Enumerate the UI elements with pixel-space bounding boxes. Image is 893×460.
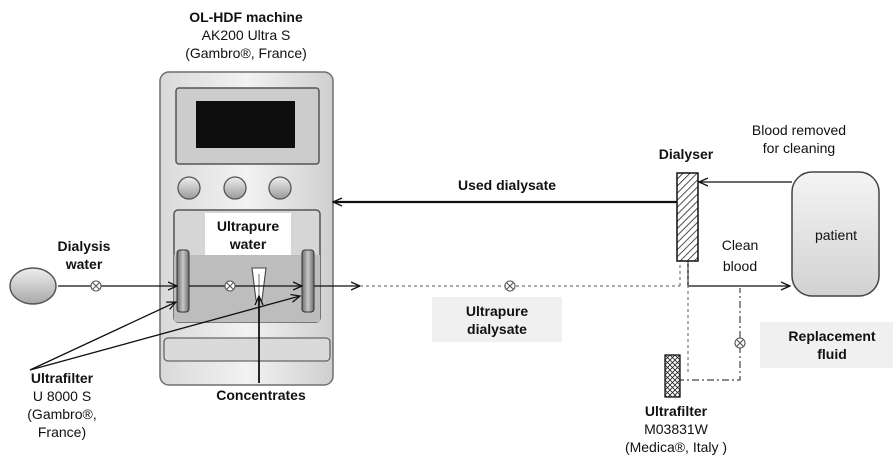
machine-screen xyxy=(196,101,295,148)
machine-drawer xyxy=(163,337,331,362)
ultrafilter-pointer xyxy=(29,296,300,371)
ultrafilter-left-title: Ultrafilter xyxy=(31,370,94,386)
replacement-fluid-box xyxy=(760,322,893,368)
ultrafilter-left-maker: (Gambro®, xyxy=(27,406,96,422)
ultrafilter-u8000s-1 xyxy=(176,249,190,313)
blood-removed-label: for cleaning xyxy=(763,140,835,156)
clean-blood-label: Clean xyxy=(722,237,759,253)
used-dialysate-label: Used dialysate xyxy=(458,177,556,193)
machine-knob xyxy=(177,176,201,200)
clean-blood-label: blood xyxy=(723,258,757,274)
replacement-fluid-line xyxy=(677,288,741,381)
machine-panel-lower xyxy=(174,255,320,322)
machine-maker: (Gambro®, France) xyxy=(185,45,307,61)
replacement-fluid-label: fluid xyxy=(817,346,847,362)
dialysis-water-label: Dialysis xyxy=(58,238,111,254)
replacement-fluid-label: Replacement xyxy=(788,328,875,344)
machine-title: OL-HDF machine xyxy=(189,9,303,25)
dialysis-water-label: water xyxy=(65,256,103,272)
ultrafilter-u8000s-2 xyxy=(301,249,315,313)
dialyser-label: Dialyser xyxy=(659,146,714,162)
patient-box xyxy=(791,171,880,297)
ultrapure-dialysate-box xyxy=(432,297,562,342)
concentrates-label: Concentrates xyxy=(216,387,306,403)
dialyser xyxy=(676,172,699,262)
ultrapure-dialysate-label: dialysate xyxy=(467,321,527,337)
ultrafilter-right-title: Ultrafilter xyxy=(645,403,708,419)
valve-icon xyxy=(224,280,236,292)
ultrafilter-right-model: M03831W xyxy=(644,421,709,437)
ultrafilter-pointer xyxy=(29,302,176,371)
ultrafilter-left-model: U 8000 S xyxy=(33,388,91,404)
valve-icon xyxy=(90,280,102,292)
valve-icon xyxy=(734,337,746,349)
valve-icon xyxy=(504,280,516,292)
water-source xyxy=(9,267,57,305)
ultrafilter-m03831w xyxy=(664,354,681,398)
blood-removed-label: Blood removed xyxy=(752,122,846,138)
ultrapure-water-box xyxy=(205,213,291,255)
ultrapure-dialysate-label: Ultrapure xyxy=(466,303,528,319)
machine-model: AK200 Ultra S xyxy=(202,27,291,43)
ultrafilter-left-maker: France) xyxy=(38,424,86,440)
ultrapure-water-label: Ultrapure xyxy=(217,218,279,234)
patient-label: patient xyxy=(815,227,857,243)
ultrafilter-right-maker: (Medica®, Italy ) xyxy=(625,439,727,455)
machine-knob xyxy=(268,176,292,200)
ultrapure-water-label: water xyxy=(229,236,267,252)
machine-knob xyxy=(223,176,247,200)
